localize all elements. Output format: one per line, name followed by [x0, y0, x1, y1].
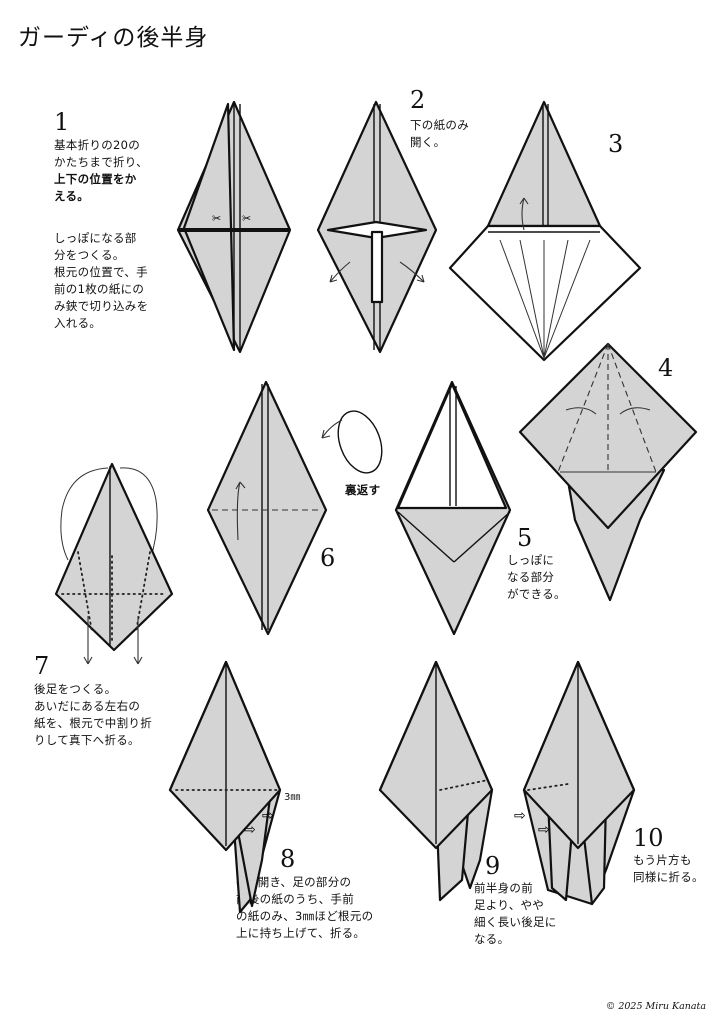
step-2-text: 下の紙のみ 開く。	[410, 118, 469, 149]
turn-over-arrow-icon	[321, 410, 383, 474]
open-arrow-icon: ⇨	[244, 822, 256, 838]
step-1-text-a: 基本折りの20の かたちまで折り、	[54, 138, 148, 169]
measure-label: 3㎜	[284, 792, 301, 803]
step-10-figure: ⇨ ⇨	[514, 660, 636, 906]
page-title: ガーディの後半身	[18, 25, 209, 51]
open-arrow-icon: ⇨	[514, 808, 526, 824]
step-3-figure	[448, 100, 642, 362]
scissors-icon: ✂	[242, 212, 251, 225]
open-arrow-icon: ⇨	[262, 808, 274, 824]
step-6-number: 6	[320, 544, 336, 572]
step-9-text: 前半身の前 足より、やや 細く長い後足に なる。	[474, 881, 557, 946]
step-4-figure	[518, 342, 698, 602]
step-7-number: 7	[34, 652, 50, 680]
step-1-figure: ✂ ✂	[176, 100, 292, 354]
step-7-figure	[54, 462, 174, 665]
turn-over-label: 裏返す	[345, 483, 381, 497]
step-6-figure	[206, 380, 328, 636]
step-7-text: 後足をつくる。 あいだにある左右の 紙を、根元で中割り折 りして真下へ折る。	[34, 682, 152, 747]
step-5-figure	[394, 380, 512, 636]
step-8-text: ⇒を開き、足の部分の 前後の紙のうち、手前 の紙のみ、3㎜ほど根元の 上に持ち上…	[236, 875, 374, 940]
step-2-number: 2	[410, 86, 426, 114]
step-2-figure	[316, 100, 438, 354]
open-arrow-icon: ⇨	[538, 822, 550, 838]
step-4-number: 4	[658, 354, 674, 382]
step-8-figure: ⇨ ⇨	[168, 660, 282, 914]
step-9-figure	[378, 660, 494, 902]
step-5-number: 5	[517, 524, 533, 552]
step-9-number: 9	[485, 852, 501, 880]
step-1-number: 1	[54, 108, 70, 136]
step-1-text-b: 上下の位置をか える。	[54, 172, 137, 203]
step-8-number: 8	[280, 845, 296, 873]
step-5-text: しっぽに なる部分 ができる。	[507, 553, 566, 601]
step-1-text-c: しっぽになる部 分をつくる。 根元の位置で、手 前の1枚の紙にの み鋏で切り込み…	[54, 231, 149, 330]
step-3-number: 3	[608, 130, 624, 158]
scissors-icon: ✂	[212, 212, 221, 225]
step-10-number: 10	[633, 824, 664, 852]
copyright: © 2025 Miru Kanata	[605, 1001, 706, 1012]
step-10-text: もう片方も 同様に折る。	[633, 853, 704, 884]
